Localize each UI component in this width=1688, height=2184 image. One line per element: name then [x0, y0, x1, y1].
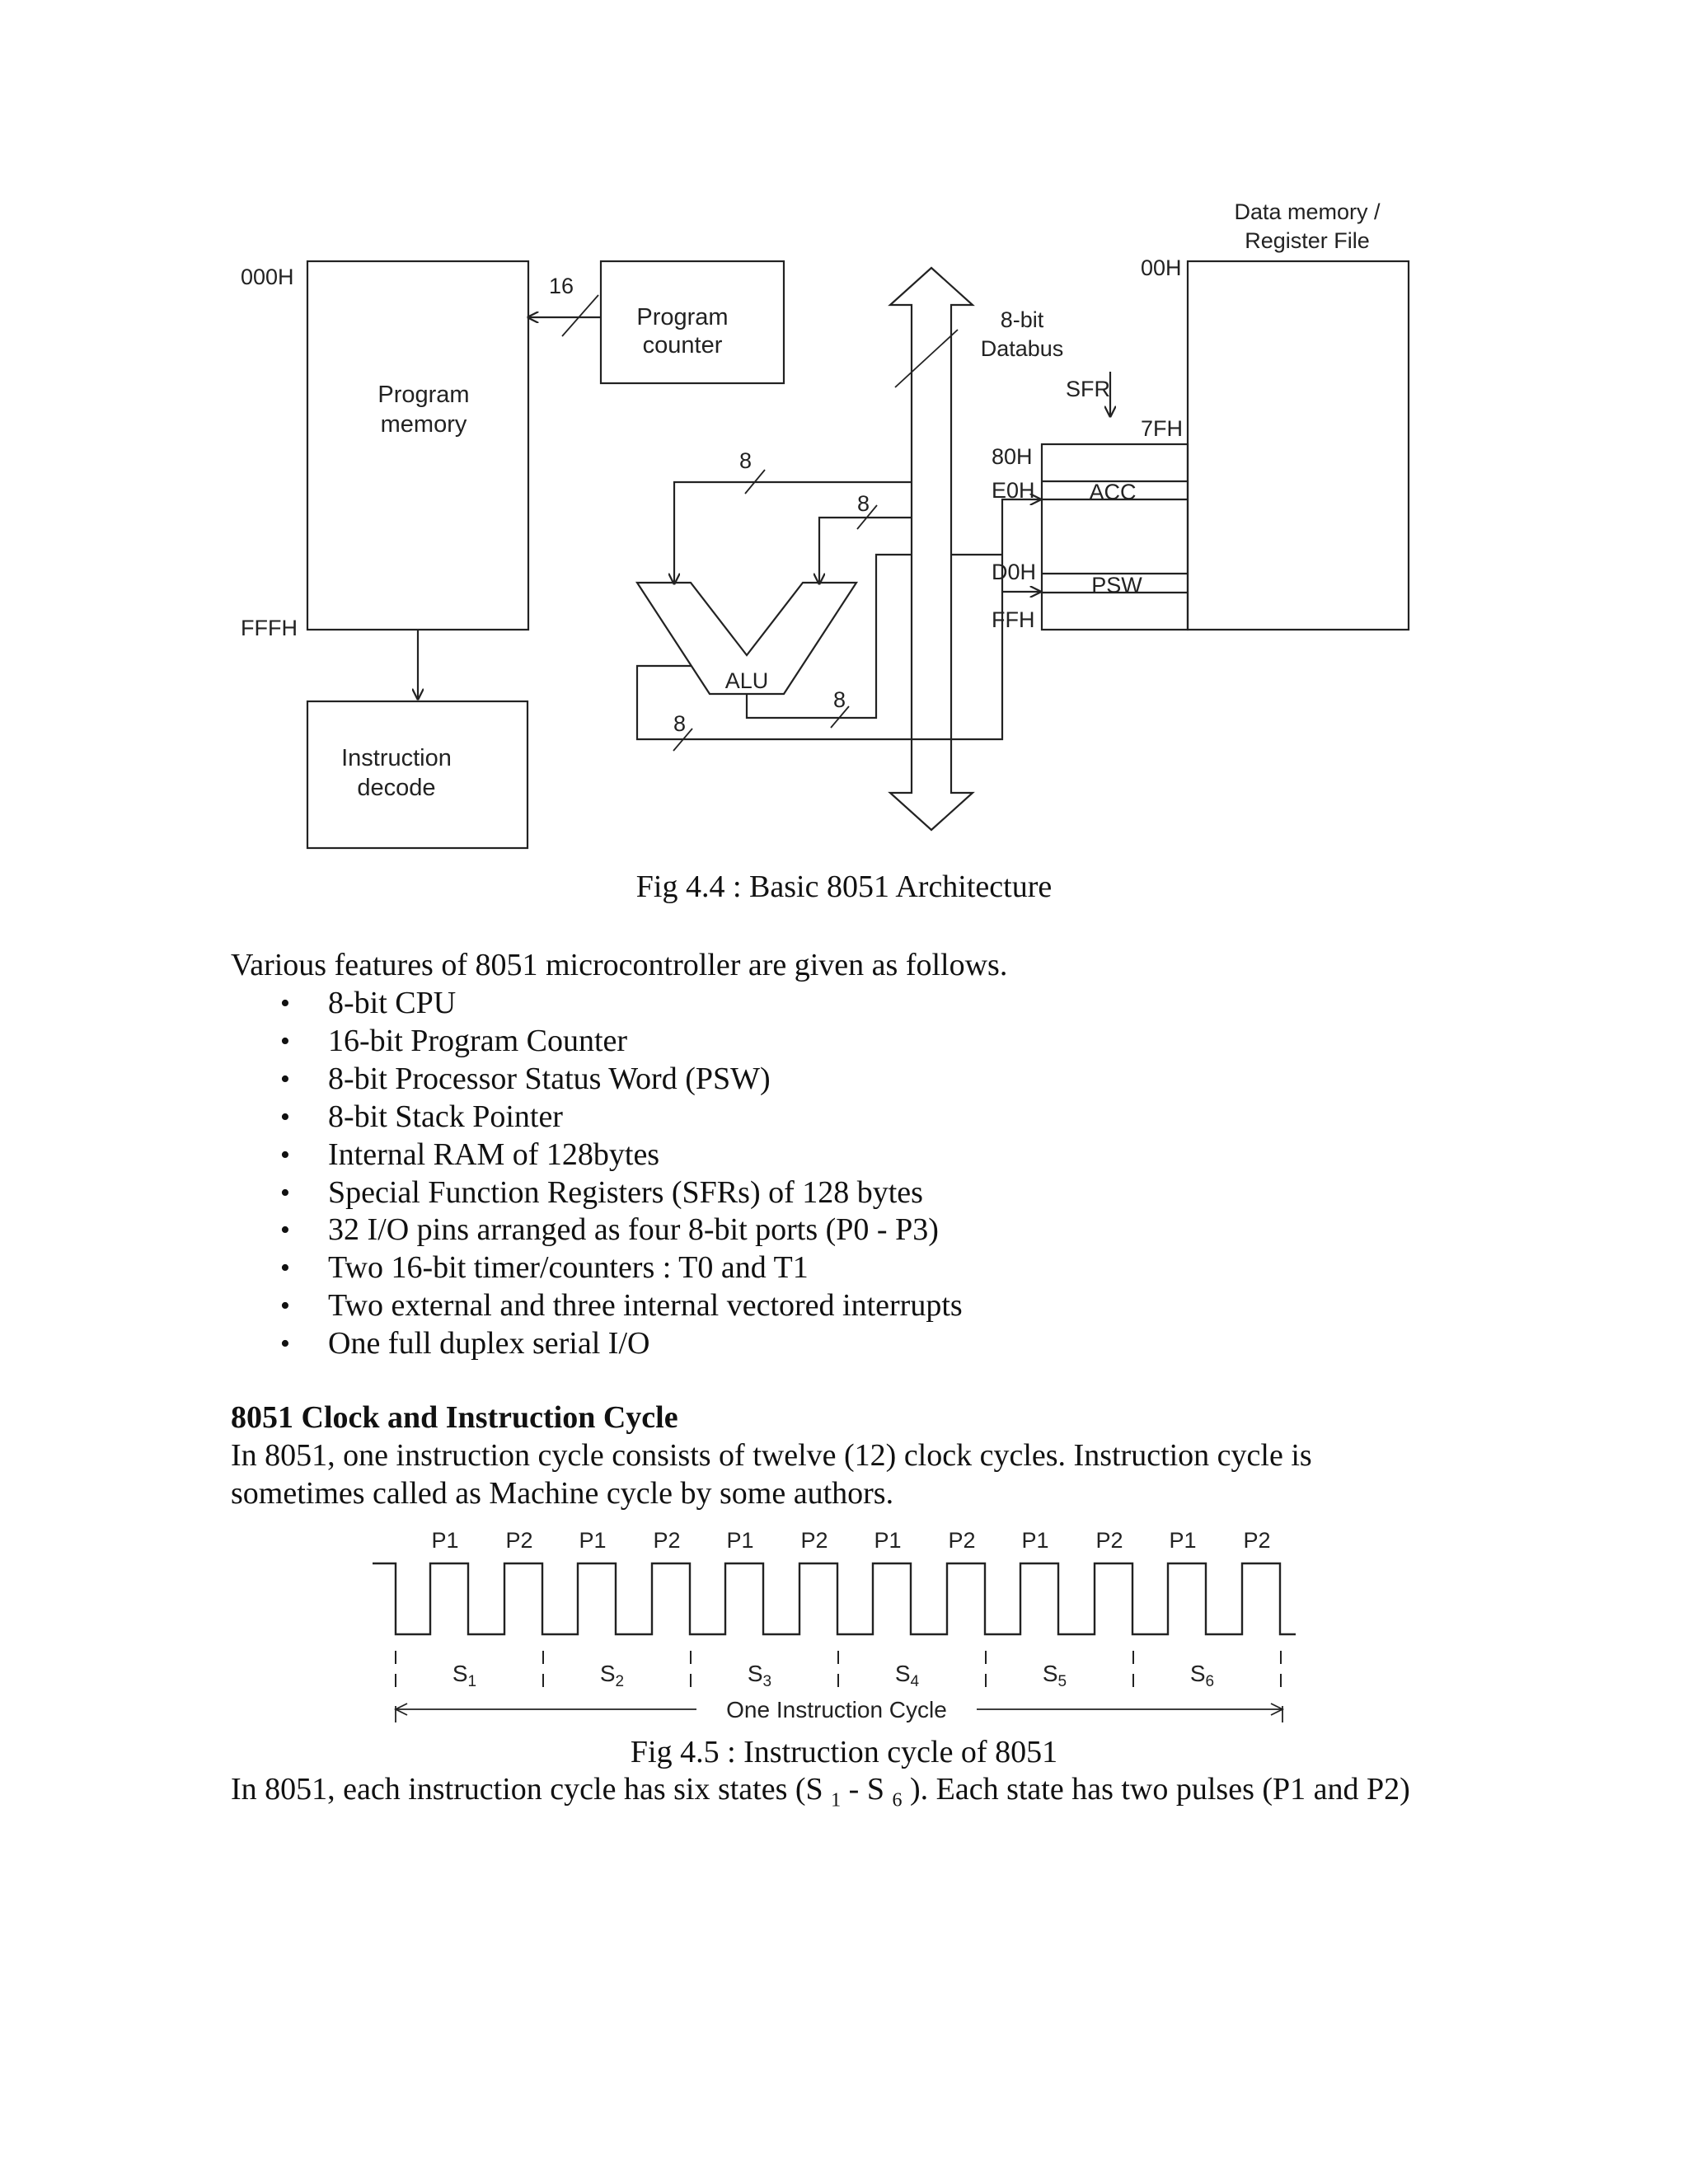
list-item: Two 16-bit timer/counters : T0 and T1 [231, 1249, 963, 1287]
list-item: 8-bit Stack Pointer [231, 1099, 963, 1137]
instruction-decode-block [306, 700, 529, 850]
state-label-sub: 6 [1206, 1673, 1215, 1690]
addr-00h: 00H [1141, 255, 1182, 280]
addr-80h: 80H [992, 444, 1033, 469]
section-heading: 8051 Clock and Instruction Cycle [231, 1400, 678, 1435]
state-label: S2 [600, 1661, 624, 1690]
pulse-label: P1 [431, 1528, 458, 1553]
state-label-sub: 1 [468, 1673, 477, 1690]
pulse-label: P1 [726, 1528, 753, 1553]
list-item: Internal RAM of 128bytes [231, 1137, 963, 1174]
state-label: S3 [748, 1661, 771, 1690]
data-memory-block [1186, 260, 1410, 631]
fig-4-4-caption: Fig 4.4 : Basic 8051 Architecture [635, 869, 1053, 904]
alu-feedback-width: 8 [673, 711, 686, 736]
databus-arrow [888, 266, 975, 832]
features-list: 8-bit CPU 16-bit Program Counter 8-bit P… [231, 985, 963, 1363]
pulse-label: P2 [1243, 1528, 1270, 1553]
instruction-decode-label-2: decode [357, 775, 435, 801]
databus-label-2: Databus [981, 336, 1064, 361]
list-item: 8-bit CPU [231, 985, 963, 1023]
state-label-main: S [1190, 1661, 1206, 1686]
states-text-middle: - S [841, 1772, 893, 1807]
state-label-main: S [600, 1661, 616, 1686]
pulse-label: P2 [1095, 1528, 1123, 1553]
fig-4-5-caption: Fig 4.5 : Instruction cycle of 8051 [630, 1735, 1058, 1769]
instruction-cycle-span [393, 1703, 1285, 1722]
program-memory-label-2: memory [381, 411, 467, 438]
states-text-before: In 8051, each instruction cycle has six … [231, 1772, 832, 1807]
architecture-labels: 000H FFFH Program memory 16 Program coun… [241, 199, 1381, 801]
state-label-sub: 4 [911, 1673, 920, 1690]
program-counter-block [599, 260, 785, 385]
alu-input-b-width: 8 [857, 491, 870, 516]
addr-d0h: D0H [992, 560, 1036, 584]
program-memory-block [306, 260, 530, 631]
alu-input-a-width: 8 [739, 448, 752, 473]
state-label-main: S [1043, 1661, 1058, 1686]
pulse-label: P1 [1021, 1528, 1048, 1553]
state-label: S4 [895, 1661, 920, 1690]
sfr-register-block [1040, 443, 1189, 631]
pulse-label: P2 [948, 1528, 975, 1553]
program-memory-label-1: Program [377, 382, 469, 408]
alu-label: ALU [725, 668, 769, 693]
list-item: 16-bit Program Counter [231, 1023, 963, 1061]
pulse-label: P2 [800, 1528, 828, 1553]
pulse-label: P1 [874, 1528, 901, 1553]
states-text-after: ). Each state has two pulses (P1 and P2) [902, 1772, 1410, 1807]
architecture-diagram: 000H FFFH Program memory 16 Program coun… [241, 199, 1410, 850]
databus-label-1: 8-bit [1001, 307, 1044, 332]
state-label-sub: 3 [763, 1673, 772, 1690]
alu-symbol [635, 581, 859, 696]
psw-label: PSW [1091, 573, 1142, 598]
acc-label: ACC [1089, 480, 1136, 504]
list-item: Special Function Registers (SFRs) of 128… [231, 1174, 963, 1212]
alu-output-width: 8 [833, 687, 846, 712]
instruction-decode-label-1: Instruction [341, 745, 452, 771]
program-counter-label-2: counter [643, 332, 723, 359]
state-label-sub: 5 [1058, 1673, 1067, 1690]
list-item: One full duplex serial I/O [231, 1325, 963, 1363]
pm-end-addr: FFFH [241, 616, 298, 640]
addr-7fh: 7FH [1141, 416, 1183, 441]
sfr-label: SFR [1066, 377, 1110, 401]
clock-waveform [373, 1562, 1296, 1636]
pc-bus-width: 16 [549, 274, 574, 298]
subscript-6: 6 [892, 1789, 903, 1811]
pulse-label: P2 [505, 1528, 532, 1553]
pulse-label: P2 [653, 1528, 680, 1553]
pm-start-addr: 000H [241, 265, 294, 289]
data-memory-title-1: Data memory / [1234, 199, 1381, 224]
instruction-cycle-label: One Instruction Cycle [726, 1697, 947, 1722]
state-label-main: S [895, 1661, 911, 1686]
data-memory-title-2: Register File [1245, 228, 1370, 253]
cycle-paragraph: In 8051, one instruction cycle consists … [231, 1438, 1312, 1511]
pulse-label: P1 [1169, 1528, 1196, 1553]
list-item: 8-bit Processor Status Word (PSW) [231, 1061, 963, 1099]
program-counter-label-1: Program [636, 304, 728, 330]
states-paragraph: In 8051, each instruction cycle has six … [231, 1770, 1434, 1820]
features-intro: Various features of 8051 microcontroller… [231, 948, 1008, 982]
list-item: 32 I/O pins arranged as four 8-bit ports… [231, 1212, 963, 1249]
state-label: S5 [1043, 1661, 1067, 1690]
list-item: Two external and three internal vectored… [231, 1287, 963, 1325]
state-label-main: S [748, 1661, 763, 1686]
addr-e0h: E0H [992, 478, 1035, 503]
state-label: S1 [452, 1661, 476, 1690]
state-label-sub: 2 [616, 1673, 625, 1690]
pulse-label: P1 [579, 1528, 606, 1553]
state-boundaries [395, 1651, 1282, 1696]
subscript-1: 1 [831, 1789, 842, 1811]
addr-ffh: FFH [992, 607, 1034, 632]
state-label-main: S [452, 1661, 468, 1686]
state-label: S6 [1190, 1661, 1214, 1690]
